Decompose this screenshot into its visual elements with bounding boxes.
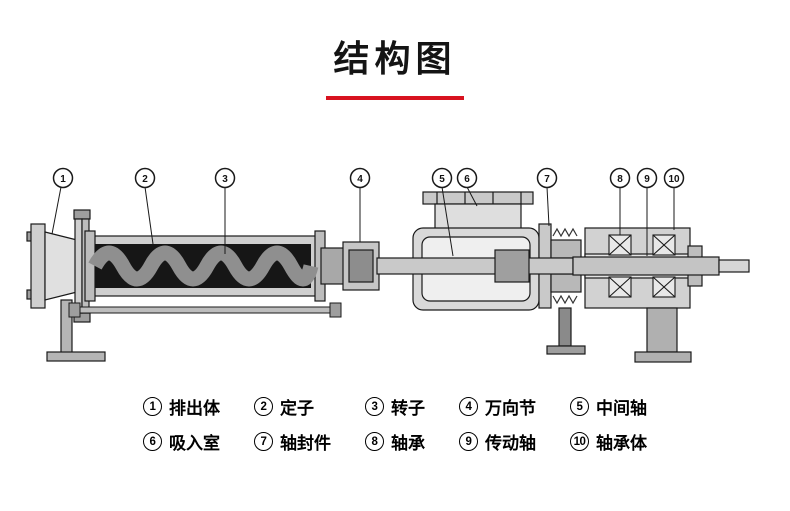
- page-title: 结构图: [333, 38, 457, 79]
- header: 结构图: [0, 0, 790, 100]
- universal-joint: [320, 241, 380, 291]
- part-label: 轴承体: [596, 434, 647, 453]
- drive-shaft: [572, 256, 750, 276]
- callout-6: 6: [456, 167, 478, 207]
- svg-text:8: 8: [617, 174, 623, 185]
- part-label: 轴封件: [280, 434, 331, 453]
- legend-item-universal-joint: 4 万向节: [459, 394, 536, 419]
- part-number-badge: 5: [570, 397, 589, 416]
- part-number-badge: 9: [459, 432, 478, 451]
- legend-item-intermediate-shaft: 5 中间轴: [570, 394, 647, 419]
- pump-structure-diagram: 1 2 3 4: [0, 158, 790, 378]
- parts-legend: 1 排出体 2 定子 3 转子 4 万向节 5 中间轴 6 吸入室 7 轴封件 …: [0, 394, 790, 454]
- legend-item-bearing-body: 10 轴承体: [570, 429, 647, 454]
- callout-3: 3: [214, 167, 236, 254]
- part-label: 定子: [280, 399, 314, 418]
- callout-9: 9: [636, 167, 658, 256]
- legend-item-suction-chamber: 6 吸入室: [143, 429, 220, 454]
- intermediate-shaft: [376, 257, 574, 275]
- part-number-badge: 7: [254, 432, 273, 451]
- svg-text:7: 7: [544, 174, 550, 185]
- callout-1: 1: [51, 167, 74, 235]
- legend-item-discharge-body: 1 排出体: [143, 394, 220, 419]
- part-number-badge: 8: [365, 432, 384, 451]
- svg-text:5: 5: [439, 174, 445, 185]
- callout-8: 8: [609, 167, 631, 235]
- part-number-badge: 6: [143, 432, 162, 451]
- shaft-coupling: [494, 249, 530, 283]
- part-label: 传动轴: [485, 434, 536, 453]
- bearings: [608, 234, 676, 298]
- part-number-badge: 4: [459, 397, 478, 416]
- part-label: 中间轴: [596, 399, 647, 418]
- discharge-body: [26, 209, 91, 323]
- svg-text:9: 9: [644, 174, 650, 185]
- svg-text:3: 3: [222, 174, 228, 185]
- title-underline: [326, 96, 464, 100]
- rotor-screw: [88, 245, 319, 287]
- svg-text:6: 6: [464, 174, 470, 185]
- part-label: 转子: [391, 399, 425, 418]
- part-label: 万向节: [485, 399, 536, 418]
- tie-rods: [68, 302, 342, 318]
- part-number-badge: 1: [143, 397, 162, 416]
- legend-item-rotor: 3 转子: [365, 394, 425, 419]
- callout-10: 10: [663, 167, 685, 230]
- svg-text:4: 4: [357, 174, 363, 185]
- pump-cross-section: 1 2 3 4: [26, 167, 750, 363]
- part-number-badge: 2: [254, 397, 273, 416]
- legend-item-drive-shaft: 9 传动轴: [459, 429, 536, 454]
- left-support-foot: [46, 299, 106, 362]
- callouts: 1 2 3 4: [51, 167, 685, 257]
- callout-2: 2: [134, 167, 156, 245]
- seal-springs: [552, 227, 578, 305]
- part-number-badge: 10: [570, 432, 589, 451]
- callout-7: 7: [536, 167, 558, 227]
- part-number-badge: 3: [365, 397, 384, 416]
- part-label: 排出体: [169, 399, 220, 418]
- legend-item-bearing: 8 轴承: [365, 429, 425, 454]
- svg-text:2: 2: [142, 174, 148, 185]
- svg-text:1: 1: [60, 174, 66, 185]
- part-label: 吸入室: [169, 434, 220, 453]
- legend-item-shaft-seal: 7 轴封件: [254, 429, 331, 454]
- svg-text:10: 10: [668, 174, 680, 185]
- callout-5: 5: [431, 167, 454, 257]
- part-label: 轴承: [391, 434, 425, 453]
- right-support-pedestal: [546, 307, 692, 363]
- legend-item-stator: 2 定子: [254, 394, 331, 419]
- callout-4: 4: [349, 167, 371, 242]
